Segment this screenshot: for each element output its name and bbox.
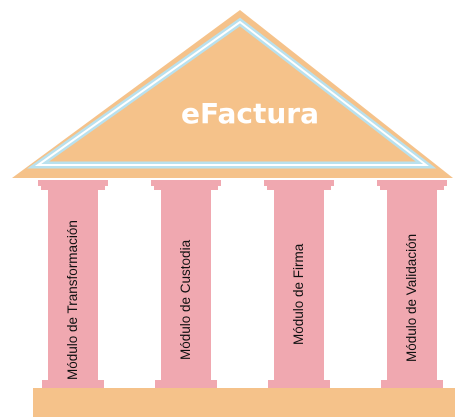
pillar-1: Módulo de Transformación xyxy=(38,180,108,388)
pillar-capital-lower xyxy=(380,186,444,190)
pillar-capital xyxy=(38,180,108,186)
pillar-capital xyxy=(377,180,447,186)
pillar-base xyxy=(42,380,104,388)
pillar-capital-lower xyxy=(267,186,331,190)
pillar-shaft xyxy=(48,190,98,380)
pillar-label: Módulo de Validación xyxy=(404,234,419,362)
pillar-capital xyxy=(264,180,334,186)
roof-border-white xyxy=(34,20,429,166)
pillar-label: Módulo de Firma xyxy=(291,243,306,345)
pillar-2: Módulo de Custodia xyxy=(151,180,221,388)
pillar-capital-lower xyxy=(154,186,218,190)
roof: eFactura xyxy=(12,10,453,178)
pillar-capital xyxy=(151,180,221,186)
pillar-4: Módulo de Validación xyxy=(377,180,447,388)
roof-inner xyxy=(52,30,412,160)
pillar-shaft xyxy=(161,190,211,380)
pillar-3: Módulo de Firma xyxy=(264,180,334,388)
pillar-base xyxy=(155,380,217,388)
pillar-label: Módulo de Transformación xyxy=(65,220,80,380)
pillar-shaft xyxy=(274,190,324,380)
pillar-base xyxy=(268,380,330,388)
temple-base xyxy=(33,388,455,417)
temple-title: eFactura xyxy=(181,97,319,130)
pillar-base xyxy=(381,380,443,388)
pillar-shaft xyxy=(387,190,437,380)
pillar-capital-lower xyxy=(41,186,105,190)
pillar-label: Módulo de Custodia xyxy=(178,239,193,360)
